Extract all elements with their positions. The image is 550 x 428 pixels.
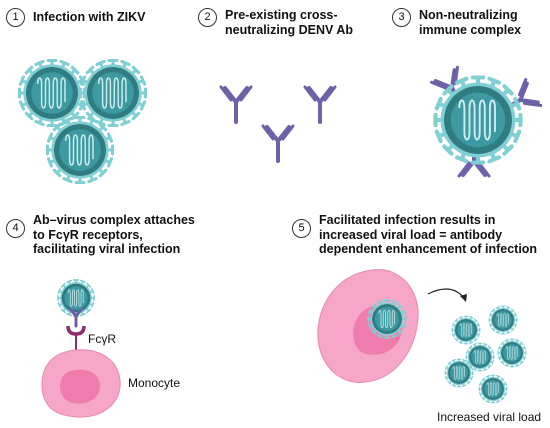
- step-title-line: dependent enhancement of infection: [319, 242, 538, 256]
- step-title-line: to FcγR receptors,: [33, 227, 143, 242]
- denv-antibody-2: [303, 85, 337, 124]
- step-number: 1: [6, 8, 25, 27]
- released-virions: [444, 305, 527, 404]
- step-number: 2: [198, 8, 217, 27]
- virus-antibody-receptor-complex: [57, 279, 95, 351]
- receptor-label: FcγR: [88, 332, 116, 346]
- immune-complex: [429, 65, 543, 178]
- step-title: Facilitated infection results in increas…: [319, 213, 537, 257]
- step-3: 3 Non-neutralizing immune complex: [392, 8, 521, 37]
- step-title-line: facilitating viral infection: [33, 242, 181, 256]
- step-title-line: immune complex: [419, 22, 522, 37]
- step-title: Ab–virus complex attaches to FcγR recept…: [33, 213, 195, 257]
- step-5: 5 Facilitated infection results in incre…: [292, 213, 537, 257]
- step-title-line: Non-neutralizing: [419, 8, 518, 22]
- monocyte: [41, 349, 121, 418]
- cell-label: Monocyte: [128, 376, 180, 390]
- step-title-line: Pre-existing cross-: [225, 8, 338, 22]
- denv-antibody-3: [261, 124, 295, 163]
- step-title: Pre-existing cross- neutralizing DENV Ab: [225, 8, 353, 37]
- denv-antibody-1: [219, 85, 253, 124]
- zikv-virus-1: [17, 58, 87, 128]
- zikv-virus-3: [45, 115, 115, 185]
- step-title-line: increased viral load = antibody: [319, 227, 503, 242]
- arrow-icon: [427, 288, 467, 302]
- step-number: 4: [6, 219, 25, 238]
- step-title-line: Facilitated infection results in: [319, 213, 496, 227]
- step-number: 5: [292, 219, 311, 238]
- step-number: 3: [392, 8, 411, 27]
- outcome-label: Increased viral load: [437, 410, 541, 424]
- step-title: Infection with ZIKV: [33, 8, 146, 25]
- step-title: Non-neutralizing immune complex: [419, 8, 521, 37]
- step-title-line: neutralizing DENV Ab: [225, 22, 354, 37]
- step-title-line: Ab–virus complex attaches: [33, 213, 195, 227]
- step-1: 1 Infection with ZIKV: [6, 8, 146, 27]
- step-2: 2 Pre-existing cross- neutralizing DENV …: [198, 8, 353, 37]
- step-4: 4 Ab–virus complex attaches to FcγR rece…: [6, 213, 195, 257]
- infected-monocyte: [317, 269, 419, 383]
- step-title-line: Infection with ZIKV: [33, 10, 146, 24]
- zikv-virus-2: [78, 58, 148, 128]
